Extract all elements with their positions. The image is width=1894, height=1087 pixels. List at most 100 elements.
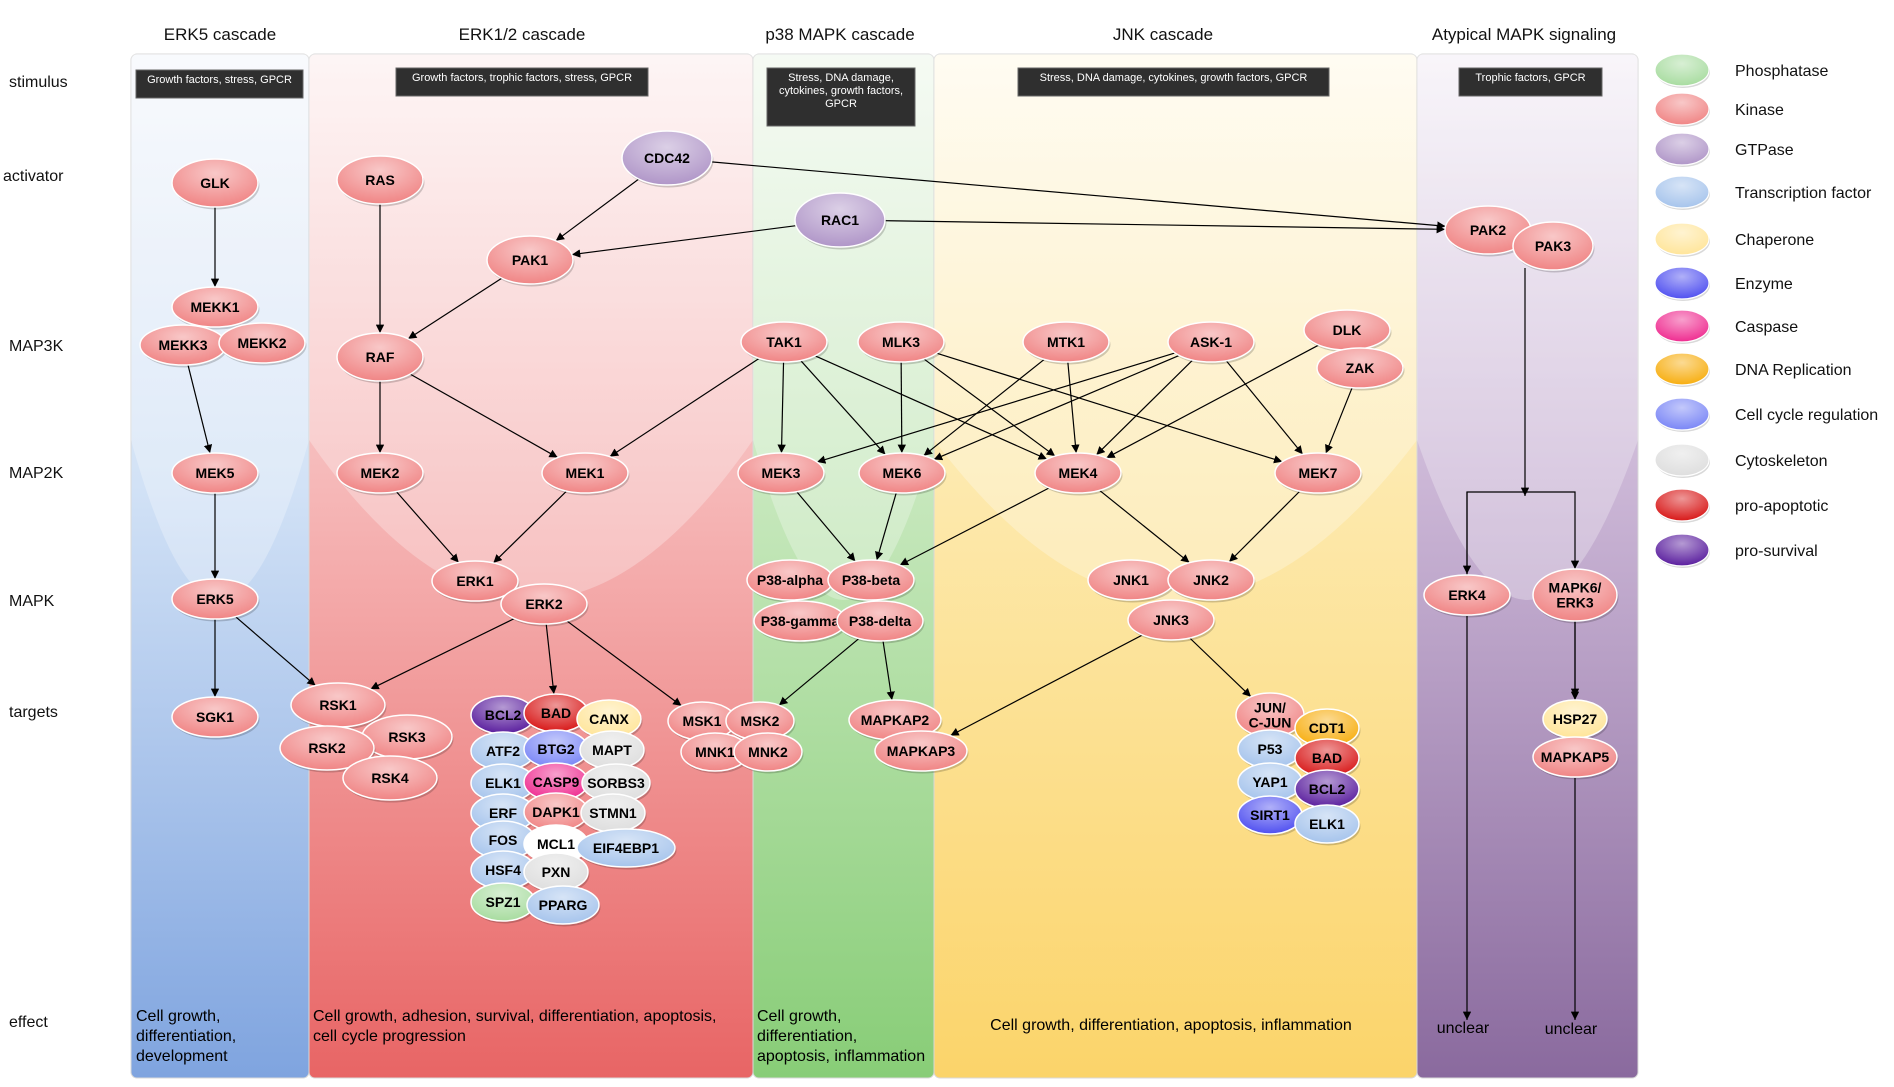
node-sirt1: SIRT1 [1237,795,1304,837]
node-mnk1: MNK1 [680,732,751,774]
node-casp9: CASP9 [523,762,590,804]
node-label: PAK2 [1470,222,1507,238]
edge-erk2-msk1 [566,620,682,707]
edge-tak1-mek4 [814,355,1048,460]
edge-cdc42-pak1 [555,178,640,242]
pathway-edges [187,161,1580,1020]
effect-text: Cell growth,differentiation,apoptosis, i… [757,1008,925,1065]
node-label: BCL2 [1309,781,1346,797]
legend-label: Chaperone [1735,232,1814,249]
effect-text: Cell growth,differentiation,development [136,1008,236,1065]
node-fos: FOS [470,820,537,862]
node-p38g: P38-gamma [753,600,848,644]
node-label: MAPT [592,742,632,758]
stimulus-text: Trophic factors, GPCR [1475,72,1585,84]
node-spz1: SPZ1 [470,882,537,924]
edge-dlk-mek4 [1106,344,1319,459]
node-pparg: PPARG [526,885,601,927]
node-p38d: P38-delta [836,600,925,644]
node-label: MEK4 [1059,465,1098,481]
panel-background [1416,53,1639,1079]
node-sgk1: SGK1 [171,696,260,740]
effect-text: Cell growth, differentiation, apoptosis,… [990,1017,1352,1034]
node-label: SIRT1 [1250,807,1290,823]
edge-pak1-raf [407,277,503,340]
node-btg2: BTG2 [523,729,590,771]
node-jnk3: JNK3 [1127,599,1216,643]
stimulus-box: Growth factors, stress, GPCR [135,69,304,99]
node-rsk2: RSK2 [279,725,376,773]
edge-erk2-bada [545,623,558,695]
edge-tak1-mek6 [800,360,886,455]
legend-label: Cell cycle regulation [1735,407,1878,424]
edge-mek6-p38b [875,492,897,561]
legend-label: Cytoskeleton [1735,453,1828,470]
edge-zak-mek7 [1325,387,1353,454]
node-mek4: MEK4 [1034,452,1123,496]
stimulus-text: cytokines, growth factors, [779,85,903,97]
node-mek1: MEK1 [541,452,630,496]
legend-item-tf: Transcription factor [1654,175,1872,210]
node-label: MEK3 [762,465,801,481]
node-label: ERK5 [196,591,234,607]
node-label: ZAK [1346,360,1375,376]
node-label: CASP9 [533,774,580,790]
edge-mekk3-mek5 [187,364,213,454]
stimulus-text: Growth factors, stress, GPCR [147,74,292,86]
node-label: MSK1 [683,713,722,729]
edge-pak3-split [1462,268,1580,575]
edge-tak1-mek3 [777,361,786,454]
node-ask1: ASK-1 [1167,321,1256,365]
node-mekk2: MEKK2 [218,322,307,366]
edge-mlk3-mek4 [923,358,1056,457]
stimulus-box: Growth factors, trophic factors, stress,… [395,67,649,97]
node-label: ATF2 [486,743,520,759]
node-mapkap3: MAPKAP3 [874,730,969,774]
row-label-map3k: MAP3K [9,338,64,355]
node-label: MAPKAP3 [887,743,956,759]
effect-line: unclear [1437,1020,1490,1037]
node-p38a: P38-alpha [746,559,835,603]
node-glk: GLK [171,158,260,210]
node-atf2: ATF2 [470,731,537,773]
node-cdt1: CDT1 [1294,708,1361,750]
node-label: PAK1 [512,252,549,268]
node-yap1: YAP1 [1237,762,1304,804]
edge-cdc42-pak2 [711,161,1446,230]
node-label: FOS [489,832,518,848]
node-zak: ZAK [1316,347,1405,391]
edge-mtk1-mek4 [1067,361,1080,454]
legend-item-prosurv: pro-survival [1654,533,1818,568]
node-erk4: ERK4 [1423,574,1512,618]
legend-item-dna: DNA Replication [1654,352,1852,387]
column-title: Atypical MAPK signaling [1432,25,1616,44]
node-label: SORBS3 [587,775,645,791]
node-label: CANX [589,711,629,727]
node-label: CDT1 [1309,720,1346,736]
legend-item-proapop: pro-apoptotic [1654,488,1828,523]
node-mekk3: MEKK3 [139,324,228,368]
stimulus-box: Stress, DNA damage, cytokines, growth fa… [1017,67,1330,97]
stimulus-text: Stress, DNA damage, [788,72,894,84]
row-label-effect: effect [9,1014,48,1031]
node-label: P38-gamma [761,613,840,629]
node-label: GLK [200,175,230,191]
node-label: HSP27 [1553,711,1598,727]
edge-ask1-mek6 [933,354,1180,461]
legend-item-cellcycle: Cell cycle regulation [1654,397,1878,432]
node-msk2: MSK2 [725,701,796,743]
node-mek5: MEK5 [171,452,260,496]
node-erk2: ERK2 [500,583,589,627]
legend-label: Caspase [1735,319,1798,336]
node-elk1b: ELK1 [1294,804,1361,846]
node-mek7: MEK7 [1274,452,1363,496]
edge-mek4-p38b [899,487,1050,566]
node-label: RAF [366,349,395,365]
node-label: STMN1 [589,805,637,821]
legend-label: Transcription factor [1735,185,1872,202]
